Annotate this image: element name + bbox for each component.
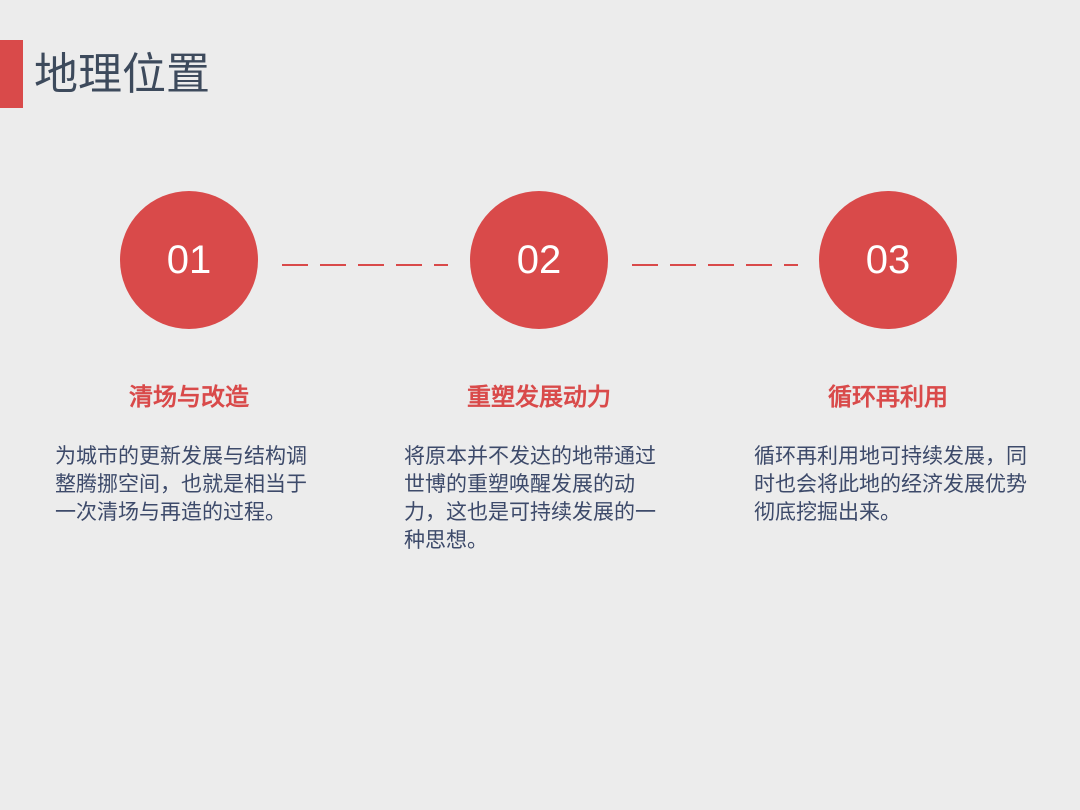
step-1-circle: 01 — [120, 191, 258, 329]
step-2-heading: 重塑发展动力 — [467, 383, 611, 411]
step-1-heading: 清场与改造 — [129, 383, 249, 411]
connector-dash-1 — [282, 264, 448, 266]
step-1-description: 为城市的更新发展与结构调整腾挪空间，也就是相当于一次清场与再造的过程。 — [55, 444, 307, 524]
step-2-description: 将原本并不发达的地带通过世博的重塑唤醒发展的动力，这也是可持续发展的一种思想。 — [404, 444, 656, 552]
step-3-description: 循环再利用地可持续发展，同时也会将此地的经济发展优势彻底挖掘出来。 — [754, 444, 1027, 524]
step-3-circle: 03 — [819, 191, 957, 329]
step-3-number: 03 — [865, 237, 911, 282]
step-2-number: 02 — [516, 237, 562, 282]
step-1-number: 01 — [166, 237, 212, 282]
connector-dash-2 — [632, 264, 798, 266]
page-title: 地理位置 — [34, 49, 210, 100]
step-2-circle: 02 — [470, 191, 608, 329]
title-accent-bar — [0, 40, 23, 108]
step-3-heading: 循环再利用 — [828, 383, 948, 411]
